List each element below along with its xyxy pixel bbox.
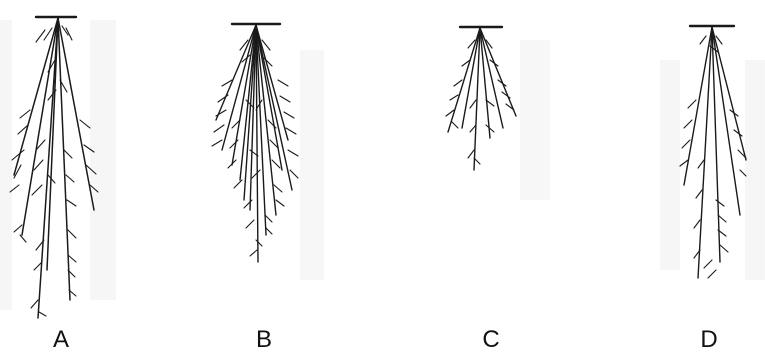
root-system-c (446, 27, 516, 170)
panel-label-c: C (471, 326, 511, 354)
root-system-a (10, 17, 98, 318)
panel-label-b: B (244, 326, 284, 354)
panel-label-a: A (41, 326, 81, 354)
root-system-b (212, 24, 298, 262)
panel-label-d: D (689, 326, 729, 354)
root-system-d (680, 26, 746, 278)
